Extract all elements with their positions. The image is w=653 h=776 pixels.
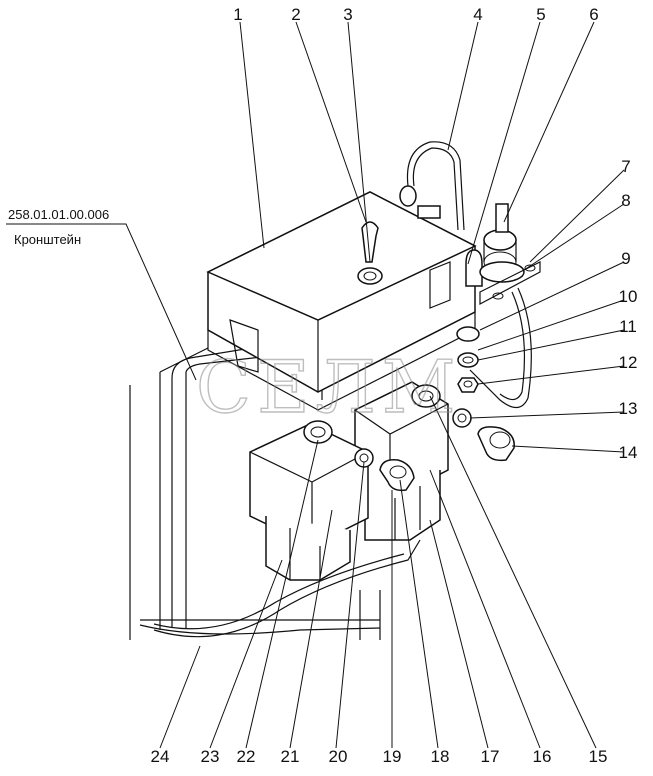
callout-22: 22 <box>237 747 256 766</box>
callout-19: 19 <box>383 747 402 766</box>
bracket-frame <box>129 339 381 640</box>
callout-20: 20 <box>329 747 348 766</box>
callout-21: 21 <box>281 747 300 766</box>
callout-12: 12 <box>619 353 638 372</box>
callout-14: 14 <box>619 443 638 462</box>
callout-3: 3 <box>343 5 352 24</box>
callout-23: 23 <box>201 747 220 766</box>
callout-8: 8 <box>621 191 630 210</box>
callout-10: 10 <box>619 287 638 306</box>
callout-2: 2 <box>291 5 300 24</box>
callout-17: 17 <box>481 747 500 766</box>
wire-loop <box>399 141 465 231</box>
harness-bottom <box>153 539 421 638</box>
relay-screw <box>379 458 415 492</box>
relay-left <box>249 420 374 581</box>
callout-16: 16 <box>533 747 552 766</box>
callout-18: 18 <box>431 747 450 766</box>
screw <box>477 426 515 462</box>
relay-right <box>354 381 449 541</box>
fuse-box <box>206 191 477 411</box>
callout-9: 9 <box>621 249 630 268</box>
reference-code: 258.01.01.00.006 <box>8 207 109 222</box>
callout-15: 15 <box>589 747 608 766</box>
washer-stack <box>452 326 480 428</box>
callout-numbers: 1 2 3 4 5 6 7 8 9 10 11 12 13 14 15 16 1… <box>151 5 638 766</box>
reference-name: Кронштейн <box>14 232 81 247</box>
callout-1: 1 <box>233 5 242 24</box>
leader-lines <box>6 21 625 749</box>
harness-right <box>469 287 532 409</box>
callout-4: 4 <box>473 5 482 24</box>
callout-7: 7 <box>621 157 630 176</box>
callout-11: 11 <box>619 317 637 336</box>
watermark: СЕЛМ <box>196 345 461 429</box>
terminal-switch <box>465 203 541 305</box>
callout-13: 13 <box>619 399 638 418</box>
callout-6: 6 <box>589 5 598 24</box>
callout-5: 5 <box>536 5 545 24</box>
fuse-pin <box>357 221 383 285</box>
callout-24: 24 <box>151 747 170 766</box>
